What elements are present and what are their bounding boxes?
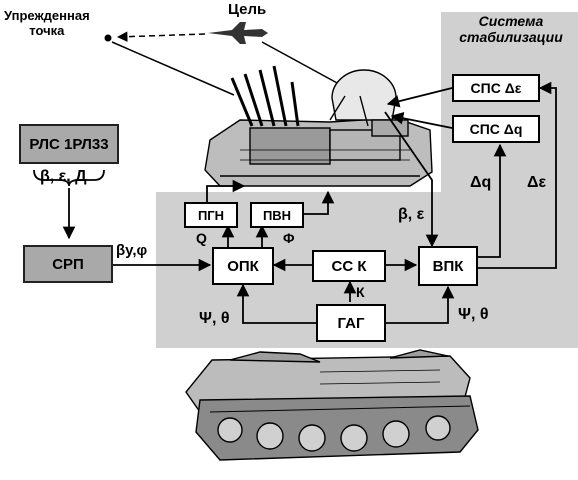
sps-q-block: СПС Δq (452, 115, 540, 143)
intercept-point-label-line2: точка (29, 23, 65, 38)
q-signal-label: Q (196, 230, 207, 246)
tracked-vehicle-image (185, 349, 479, 461)
k-signal-label: К (356, 284, 365, 300)
opk-block: ОПК (212, 247, 274, 285)
stabilization-panel-title-line1: Система (478, 13, 544, 29)
intercept-point-label: Упрежденная точка (4, 8, 90, 38)
radar-block: РЛС 1РЛ33 (19, 124, 119, 164)
intercept-point-dot (104, 34, 112, 42)
pvn-block: ПВН (250, 202, 304, 228)
deps-signal-label: Δε (527, 174, 547, 191)
aim-line-intercept (111, 41, 235, 96)
arrow-vpk-to-sps-q (478, 143, 507, 258)
stabilization-panel-title: Система стабилизации (452, 13, 570, 45)
intercept-point-label-line1: Упрежденная (4, 8, 90, 23)
aim-line-target (261, 41, 351, 91)
vpk-block: ВПК (418, 246, 478, 286)
target-trajectory-line (116, 31, 206, 42)
arrow-gag-to-opk (236, 283, 316, 324)
anti-aircraft-turret-image (204, 65, 433, 187)
dq-signal-label: Δq (470, 174, 492, 191)
arrow-sps-q-to-turret (390, 112, 453, 129)
psi-theta-left-label: Ψ, θ (199, 310, 230, 327)
aircraft-icon (208, 22, 268, 44)
beta-eps-signal-label: β, ε (398, 206, 425, 223)
arrow-turret-to-vpk (384, 111, 439, 248)
phi-signal-label: Φ (283, 230, 295, 246)
ssk-block: СС К (312, 250, 386, 282)
srp-block: СРП (23, 245, 113, 283)
psi-theta-right-label: Ψ, θ (458, 306, 489, 323)
arrow-sps-eps-to-turret (386, 87, 453, 108)
arrow-pvn-to-turret (303, 190, 335, 215)
arrow-gag-to-vpk (386, 285, 455, 324)
sps-eps-block: СПС Δε (452, 74, 540, 102)
pgn-block: ПГН (184, 202, 238, 228)
arrow-vpk-to-sps-eps (478, 81, 557, 269)
radar-output-label: β, ε, Д (40, 168, 87, 185)
gag-block: ГАГ (316, 304, 386, 342)
target-label: Цель (228, 1, 267, 18)
stabilization-panel-title-line2: стабилизации (459, 29, 563, 45)
arrow-pgn-to-turret (206, 179, 246, 202)
srp-output-label: βу,φ (116, 242, 148, 259)
radar-output-brace (33, 169, 105, 187)
